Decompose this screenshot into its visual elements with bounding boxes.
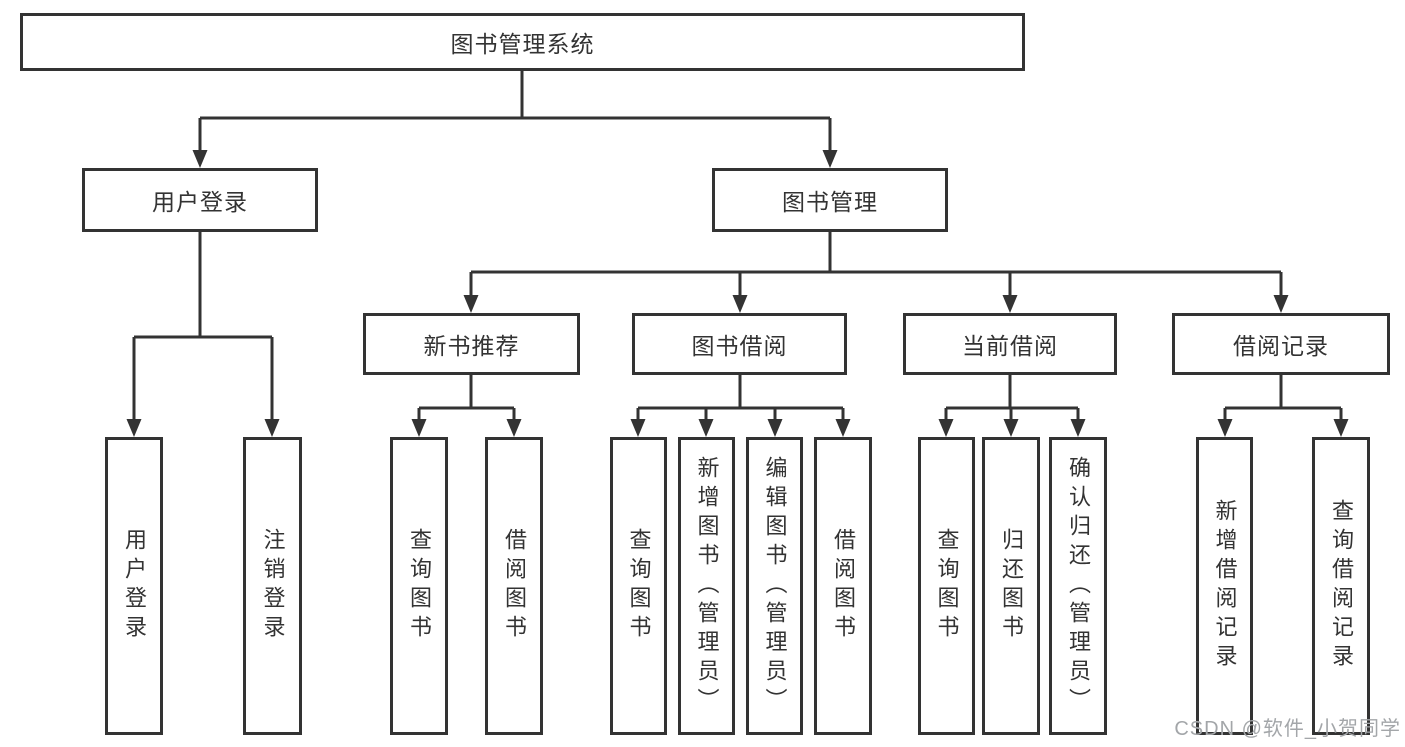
leaf-borrow-add-books: 新增图书（管理员） — [678, 437, 735, 735]
node-current-borrow-label: 当前借阅 — [962, 333, 1058, 359]
leaf-current-return-books-label: 归还图书 — [999, 528, 1024, 644]
leaf-rec-query-books-label: 查询图书 — [407, 528, 432, 644]
node-book-borrow: 图书借阅 — [632, 313, 847, 375]
arrowheads — [126, 150, 1349, 437]
node-new-book-recommend: 新书推荐 — [363, 313, 580, 375]
leaf-borrow-borrow-books-label: 借阅图书 — [831, 528, 856, 644]
leaf-records-query-record: 查询借阅记录 — [1312, 437, 1370, 735]
node-new-book-recommend-label: 新书推荐 — [423, 333, 520, 359]
node-borrow-records: 借阅记录 — [1172, 313, 1390, 375]
leaf-borrow-add-books-label: 新增图书（管理员） — [694, 455, 720, 717]
leaf-borrow-query-books-label: 查询图书 — [626, 528, 652, 644]
node-user-login-label: 用户登录 — [152, 189, 248, 215]
node-root-label: 图书管理系统 — [450, 31, 595, 57]
leaf-records-add-record-label: 新增借阅记录 — [1212, 499, 1238, 673]
node-book-management-label: 图书管理 — [782, 189, 878, 215]
node-current-borrow: 当前借阅 — [903, 313, 1117, 375]
leaf-logout-label: 注销登录 — [260, 528, 286, 644]
leaf-records-add-record: 新增借阅记录 — [1196, 437, 1253, 735]
leaf-borrow-query-books: 查询图书 — [610, 437, 667, 735]
leaf-user-login: 用户登录 — [105, 437, 163, 735]
leaf-user-login-label: 用户登录 — [122, 528, 147, 644]
leaf-current-return-books: 归还图书 — [982, 437, 1040, 735]
node-root-system: 图书管理系统 — [20, 13, 1025, 71]
leaf-borrow-borrow-books: 借阅图书 — [814, 437, 872, 735]
node-book-borrow-label: 图书借阅 — [691, 333, 788, 359]
node-book-management: 图书管理 — [712, 168, 948, 232]
leaf-current-query-books-label: 查询图书 — [934, 528, 960, 644]
leaf-rec-borrow-books-label: 借阅图书 — [502, 528, 527, 644]
leaf-borrow-edit-books-label: 编辑图书（管理员） — [762, 455, 788, 717]
node-user-login: 用户登录 — [82, 168, 318, 232]
node-borrow-records-label: 借阅记录 — [1233, 333, 1329, 359]
leaf-rec-borrow-books: 借阅图书 — [485, 437, 543, 735]
leaf-current-confirm-return: 确认归还（管理员） — [1049, 437, 1107, 735]
leaf-current-confirm-return-label: 确认归还（管理员） — [1066, 455, 1091, 717]
connector-paths — [132, 70, 1343, 422]
leaf-borrow-edit-books: 编辑图书（管理员） — [746, 437, 803, 735]
leaf-current-query-books: 查询图书 — [918, 437, 975, 735]
leaf-records-query-record-label: 查询借阅记录 — [1329, 499, 1354, 673]
csdn-watermark: CSDN @软件_小贺同学 — [1174, 718, 1401, 740]
leaf-logout: 注销登录 — [243, 437, 302, 735]
leaf-rec-query-books: 查询图书 — [390, 437, 448, 735]
